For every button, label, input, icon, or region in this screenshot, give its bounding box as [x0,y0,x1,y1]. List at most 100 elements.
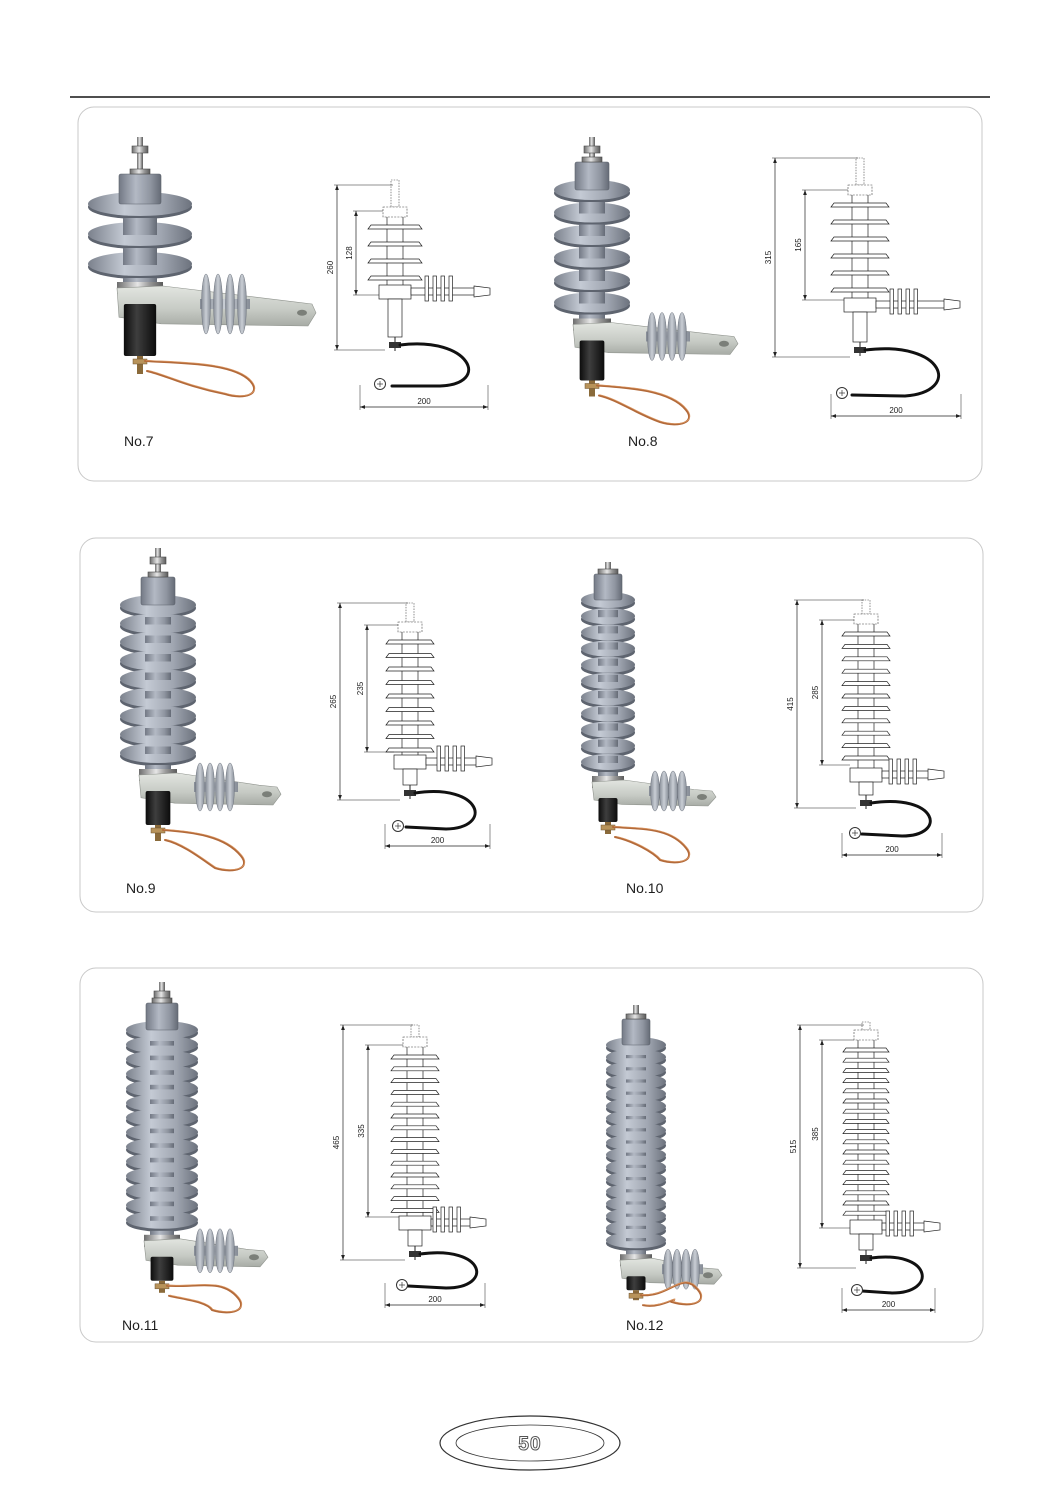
bracket-insulator-core [200,299,250,309]
bracket-fin-outline [452,745,457,772]
bracket-insulator-fin [195,762,205,812]
shed-outline [390,1149,440,1154]
bracket-hole [297,309,307,316]
ground-nut-outline [854,347,866,353]
bracket-fin-outline [432,275,437,302]
shed-outline [841,631,891,637]
dimension-label-bottom: 200 [417,397,431,406]
housing-core [626,1067,646,1071]
dimension-label-outer: 265 [329,694,338,708]
badge-outer-ring [439,1415,621,1471]
shed-outline [390,1078,440,1083]
dimension-label-inner: 285 [811,685,820,699]
arrester-photo [606,1005,723,1307]
top-cap [574,161,610,191]
shed-outline [367,224,423,230]
shed-outline [385,666,435,672]
housing-core [626,1189,646,1193]
bracket-fin-outline [904,758,909,785]
dimension-label-bottom: 200 [428,1295,442,1304]
housing-core [626,1213,646,1217]
disconnector [598,798,618,822]
ground-wire-highlight [145,359,256,396]
dimension-label-outer: 465 [332,1135,341,1149]
bracket-insulator-fin [213,273,223,335]
bracket-fin-outline [440,275,445,302]
shed-outline [830,270,890,276]
housing-core [626,1079,646,1083]
shed-outline [390,1090,440,1095]
housing-core [626,1116,646,1120]
bracket-fin-outline [424,275,429,302]
shed-outline [842,1159,890,1165]
shed-outline [390,1066,440,1072]
bracket-insulator-fin [237,273,247,335]
housing-core [626,1201,646,1205]
housing-core [145,709,171,717]
terminal-washer [151,997,173,1004]
dimension-label-inner: 128 [345,246,354,260]
arrester-photo [120,548,282,872]
bracket-end-outline [943,298,961,311]
bracket-insulator-fin [650,770,660,812]
shed-outline [390,1160,440,1166]
housing-core [579,292,605,304]
housing-core [598,642,618,650]
base-flange-outline [849,1219,883,1235]
shed-outline [390,1054,440,1060]
top-cap-outline [847,184,873,196]
dimension-label-bottom: 200 [889,406,903,415]
terminal-stud-outline [410,1024,420,1038]
housing-core [626,1152,646,1156]
shed-outline [841,730,891,736]
ground-bolt [137,356,143,374]
base-flange-outline [378,284,412,300]
bracket-insulator-fin [225,273,235,335]
shed-outline [841,706,891,711]
housing-core [123,278,157,283]
bracket-hole [719,340,729,347]
base-flange-outline [849,767,883,783]
housing-core [598,626,618,634]
housing-core [579,247,605,259]
page-number: 50 [518,1434,541,1455]
ground-wire-highlight [163,828,246,870]
top-cap-outline [853,613,879,625]
housing-core [150,1099,174,1104]
dimension-label-inner: 385 [811,1127,820,1141]
bracket-insulator-fin [677,312,687,361]
base-flange-outline [393,754,427,770]
dimension-label-inner: 165 [794,238,803,252]
bracket-fin-outline [896,758,901,785]
bracket-fin-outline [905,288,910,315]
product-label: No.8 [628,433,658,449]
terminal-nut [583,145,601,154]
bracket-insulator-fin [647,312,657,361]
top-cap [593,573,623,601]
ground-nut-outline [860,1255,872,1261]
shed-outline [385,680,435,685]
product-panel [79,537,984,913]
bracket-hole [262,791,272,798]
shed-outline [842,1068,890,1073]
dimension-label-outer: 315 [764,250,773,264]
bracket-insulator-fin [195,1228,205,1274]
shed-outline [385,720,435,726]
page-number-badge: 50 [439,1415,621,1471]
bracket-insulator-fin [657,312,667,361]
bracket-insulator-fin [215,762,225,812]
top-cap-outline [402,1036,428,1048]
arrester-photo [554,137,739,426]
housing-core [145,617,171,625]
terminal-washer [625,1013,647,1020]
housing-core [150,1070,174,1075]
shed-outline [830,202,890,208]
shed-outline [830,287,890,293]
shed-outline [385,707,435,712]
technical-drawing: 315 165 200 [764,157,962,419]
shed-outline [842,1129,890,1134]
